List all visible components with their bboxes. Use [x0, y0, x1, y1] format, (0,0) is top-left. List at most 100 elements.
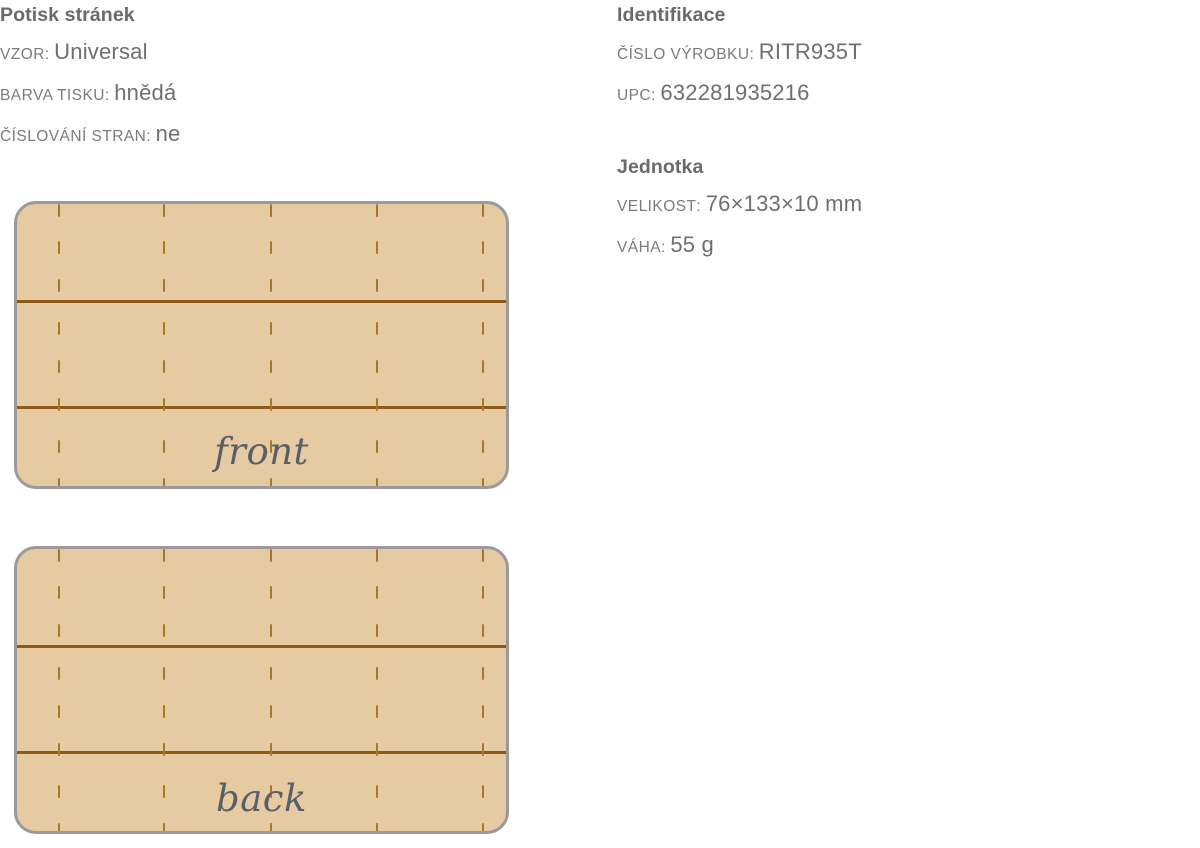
- page-tick-mark: [270, 586, 272, 599]
- spec-value-pattern: Universal: [54, 39, 148, 64]
- identification-group: Identifikace ČÍSLO VÝROBKU:RITR935T UPC:…: [617, 0, 1177, 113]
- page-tick-mark: [163, 743, 165, 756]
- page-tick-mark: [58, 241, 60, 254]
- right-column: Identifikace ČÍSLO VÝROBKU:RITR935T UPC:…: [617, 0, 1177, 265]
- spec-label-weight: VÁHA: [617, 239, 662, 256]
- page-tick-mark: [270, 204, 272, 217]
- spec-colon: :: [146, 128, 151, 145]
- page-tick-mark: [163, 705, 165, 718]
- page-tick-mark: [163, 360, 165, 373]
- spec-value-product-number: RITR935T: [758, 39, 862, 64]
- spec-label-size: VELIKOST: [617, 198, 697, 215]
- print-pages-group: Potisk stránek VZOR:Universal BARVA TISK…: [0, 0, 600, 154]
- page-tick-mark: [482, 440, 484, 453]
- spec-row-weight: VÁHA:55 g: [617, 224, 1177, 265]
- spec-row-upc: UPC:632281935216: [617, 72, 1177, 113]
- page-tick-mark: [163, 586, 165, 599]
- spec-value-upc: 632281935216: [660, 80, 810, 105]
- page-tick-mark: [163, 279, 165, 292]
- spec-colon: :: [104, 87, 110, 104]
- unit-group: Jednotka VELIKOST:76×133×10 mm VÁHA:55 g: [617, 152, 1177, 265]
- spec-row-print-color: BARVA TISKU:hnědá: [0, 72, 600, 113]
- page-tick-mark: [482, 624, 484, 637]
- page-rule-line: [17, 751, 506, 754]
- page-tick-mark: [376, 705, 378, 718]
- page-tick-mark: [482, 823, 484, 831]
- page-tick-mark: [376, 204, 378, 217]
- page-tick-mark: [58, 667, 60, 680]
- spec-value-page-numbering: ne: [155, 121, 181, 146]
- spec-label-page-numbering: ČÍSLOVÁNÍ STRAN: [0, 128, 147, 145]
- page-tick-mark: [482, 743, 484, 756]
- spec-colon: :: [44, 46, 50, 63]
- page-tick-mark: [376, 398, 378, 411]
- page-tick-mark: [58, 823, 60, 831]
- page-tick-mark: [58, 478, 60, 486]
- page-tick-mark: [376, 624, 378, 637]
- page-tick-mark: [482, 241, 484, 254]
- page-tick-mark: [58, 204, 60, 217]
- spec-row-size: VELIKOST:76×133×10 mm: [617, 183, 1177, 224]
- left-column: Potisk stránek VZOR:Universal BARVA TISK…: [0, 0, 600, 154]
- spec-row-page-numbering: ČÍSLOVÁNÍ STRAN:ne: [0, 113, 600, 154]
- page-tick-mark: [376, 241, 378, 254]
- page-tick-mark: [163, 322, 165, 335]
- page-tick-mark: [270, 241, 272, 254]
- spec-value-weight: 55 g: [670, 232, 714, 257]
- page-tick-mark: [376, 478, 378, 486]
- page-caption-front: front: [214, 430, 309, 473]
- page-tick-mark: [58, 322, 60, 335]
- page-tick-mark: [482, 549, 484, 562]
- page-tick-mark: [482, 667, 484, 680]
- page-tick-mark: [376, 823, 378, 831]
- spec-colon: :: [749, 46, 754, 63]
- page-tick-mark: [482, 360, 484, 373]
- page-tick-mark: [482, 586, 484, 599]
- page-tick-mark: [270, 279, 272, 292]
- spec-label-pattern: VZOR: [0, 46, 45, 63]
- page-preview-back: back: [14, 546, 509, 834]
- page-tick-mark: [482, 705, 484, 718]
- page-tick-mark: [270, 478, 272, 486]
- page-tick-mark: [376, 360, 378, 373]
- page-tick-mark: [58, 705, 60, 718]
- page-tick-mark: [376, 440, 378, 453]
- page-surface-front: [17, 204, 506, 486]
- page-tick-mark: [163, 624, 165, 637]
- page-tick-mark: [163, 241, 165, 254]
- page-tick-mark: [58, 785, 60, 798]
- page-tick-mark: [270, 549, 272, 562]
- page-tick-mark: [270, 624, 272, 637]
- spec-row-product-number: ČÍSLO VÝROBKU:RITR935T: [617, 31, 1177, 72]
- page-tick-mark: [163, 785, 165, 798]
- page-rule-line: [17, 300, 506, 303]
- page-tick-mark: [270, 398, 272, 411]
- page-tick-mark: [163, 549, 165, 562]
- spec-value-size: 76×133×10 mm: [705, 191, 863, 216]
- page-surface-back: [17, 549, 506, 831]
- page-tick-mark: [482, 204, 484, 217]
- page-tick-mark: [270, 743, 272, 756]
- page-tick-mark: [58, 586, 60, 599]
- page-tick-mark: [163, 440, 165, 453]
- page-tick-mark: [58, 743, 60, 756]
- page-tick-mark: [376, 667, 378, 680]
- page-tick-mark: [270, 785, 272, 798]
- page-tick-mark: [58, 549, 60, 562]
- group-title-print-pages: Potisk stránek: [0, 4, 135, 26]
- page-tick-mark: [270, 667, 272, 680]
- page-tick-mark: [58, 398, 60, 411]
- page-tick-mark: [58, 440, 60, 453]
- page-tick-mark: [482, 279, 484, 292]
- page-tick-mark: [270, 823, 272, 831]
- page-tick-mark: [163, 478, 165, 486]
- page-tick-mark: [270, 440, 272, 453]
- page-tick-mark: [376, 279, 378, 292]
- spec-row-pattern: VZOR:Universal: [0, 31, 600, 72]
- spec-value-print-color: hnědá: [114, 80, 177, 105]
- page-tick-mark: [270, 322, 272, 335]
- page-tick-mark: [482, 785, 484, 798]
- page-tick-mark: [163, 398, 165, 411]
- spec-colon: :: [661, 239, 666, 256]
- page-tick-mark: [58, 360, 60, 373]
